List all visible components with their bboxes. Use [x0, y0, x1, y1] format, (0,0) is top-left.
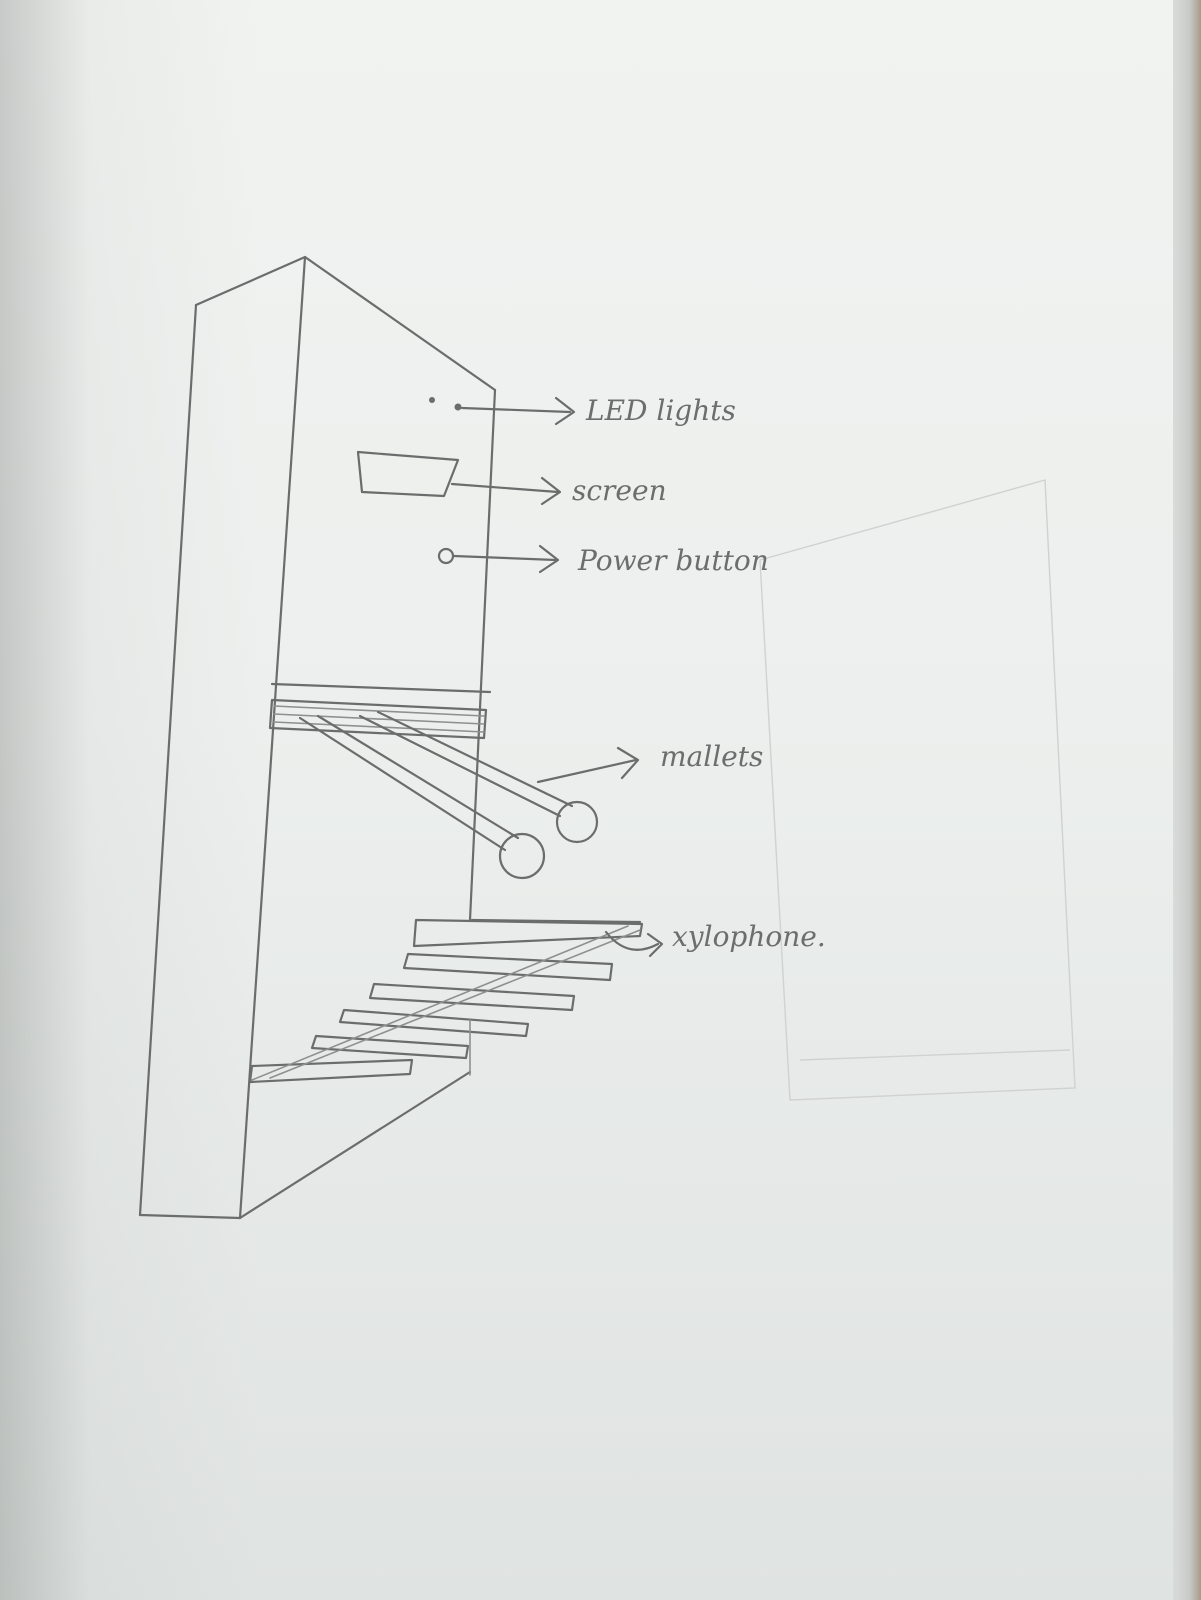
label-screen: screen: [572, 474, 667, 507]
arrow-led-lights: [462, 398, 574, 424]
arrow-mallets: [538, 748, 638, 782]
cabinet-outline: [140, 257, 495, 1218]
ghost-lines: [760, 480, 1075, 1100]
arrow-screen: [452, 478, 560, 504]
label-power-button: Power button: [577, 544, 769, 577]
arrow-power-button: [454, 546, 558, 572]
label-mallets: mallets: [660, 740, 763, 773]
power-button-drawing: [439, 549, 453, 563]
label-xylophone: xylophone.: [672, 920, 826, 953]
xylophone-drawing: [250, 920, 642, 1082]
led-lights-drawing: [429, 397, 462, 411]
label-led-lights: LED lights: [585, 394, 736, 427]
screen-drawing: [358, 452, 458, 496]
